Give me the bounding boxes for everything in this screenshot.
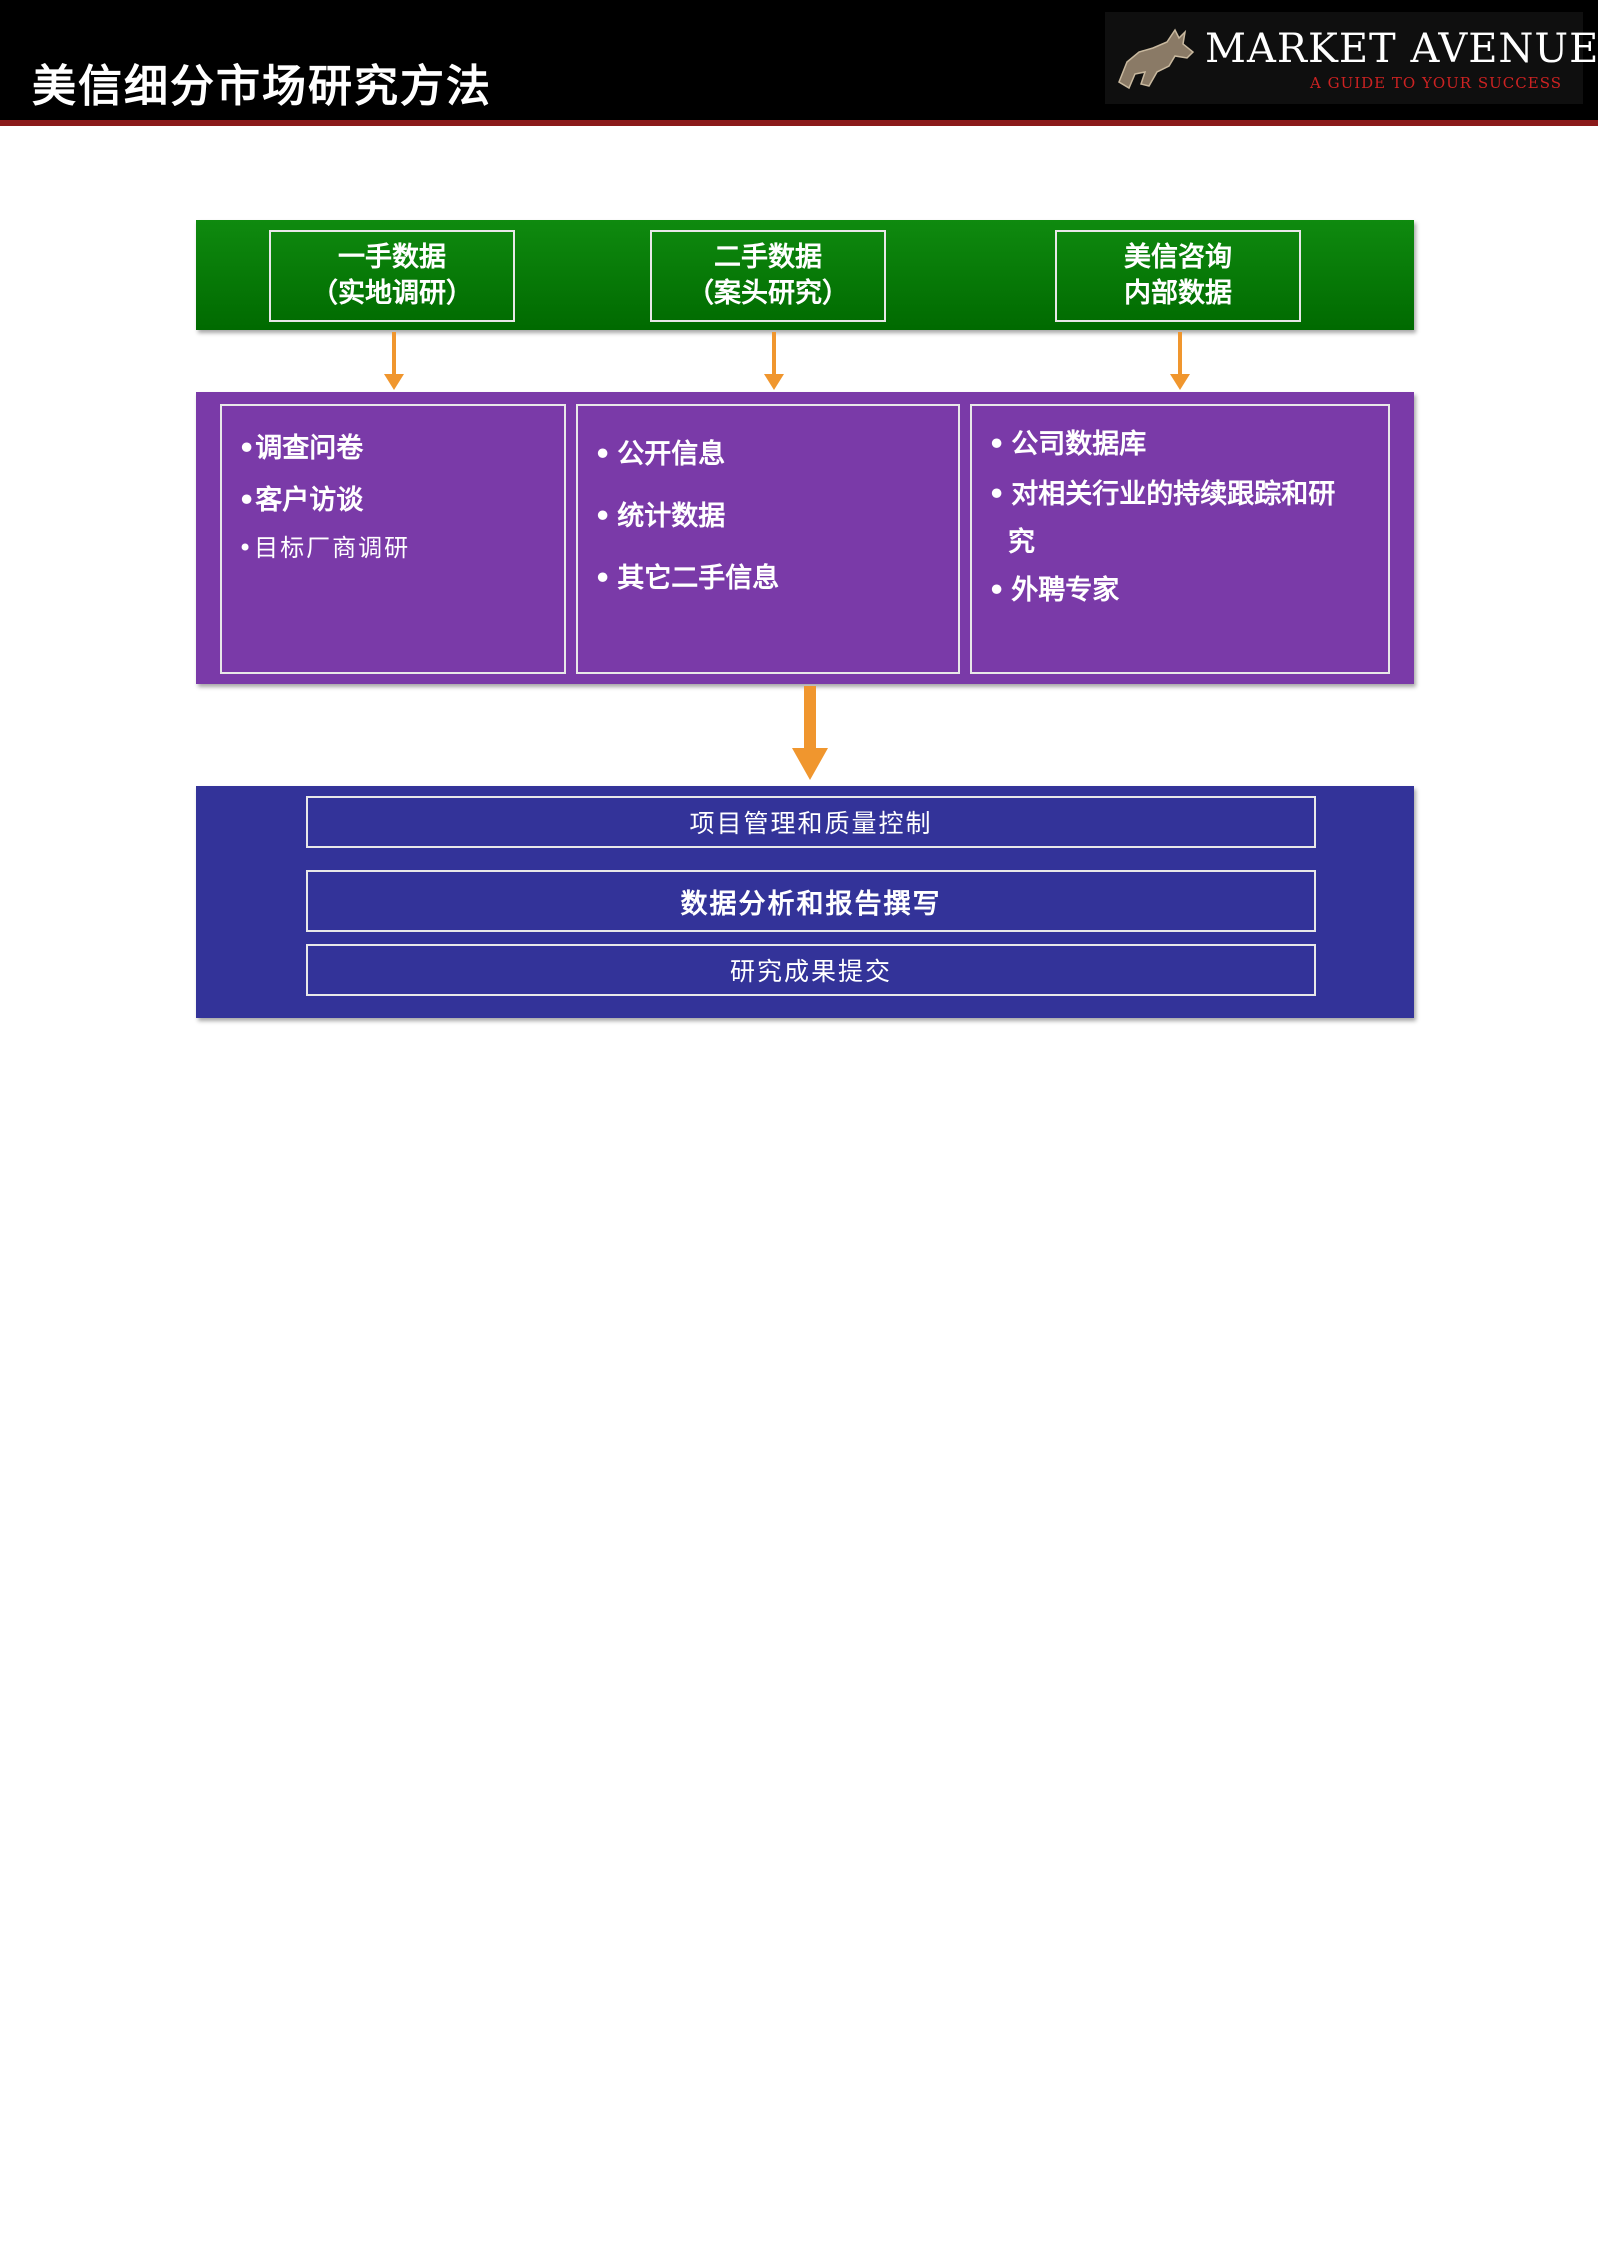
list-item: •对相关行业的持续跟踪和研 (988, 479, 1336, 510)
list-item: •调查问卷 (238, 433, 364, 464)
arrow-down-icon (384, 332, 404, 390)
process-band: 项目管理和质量控制 数据分析和报告撰写 研究成果提交 (196, 786, 1414, 1018)
methods-column-secondary: •公开信息 •统计数据 •其它二手信息 (576, 404, 960, 674)
source-title: 二手数据 (714, 242, 822, 273)
step-project-management: 项目管理和质量控制 (306, 796, 1316, 848)
arrow-down-icon (792, 686, 828, 780)
step-delivery: 研究成果提交 (306, 944, 1316, 996)
methods-band: •调查问卷 •客户访谈 •目标厂商调研 •公开信息 •统计数据 •其它二手信息 … (196, 392, 1414, 684)
data-sources-band: 一手数据 （实地调研） 二手数据 （案头研究） 美信咨询 内部数据 (196, 220, 1414, 330)
list-item: •公开信息 (594, 439, 726, 470)
source-box-primary: 一手数据 （实地调研） (269, 230, 515, 322)
methods-column-primary: •调查问卷 •客户访谈 •目标厂商调研 (220, 404, 566, 674)
source-box-internal: 美信咨询 内部数据 (1055, 230, 1301, 322)
list-item: •外聘专家 (988, 575, 1120, 606)
list-item: •统计数据 (594, 501, 726, 532)
list-item: •其它二手信息 (594, 563, 780, 594)
source-subtitle: 内部数据 (1124, 278, 1232, 309)
source-subtitle: （实地调研） (311, 278, 473, 309)
list-item: •目标厂商调研 (238, 534, 411, 562)
source-title: 一手数据 (338, 242, 446, 273)
market-avenue-logo: MARKET AVENUE A GUIDE TO YOUR SUCCESS (1105, 12, 1598, 104)
logo-brand: MARKET AVENUE (1205, 26, 1598, 72)
methods-column-internal: •公司数据库 •对相关行业的持续跟踪和研 究 •外聘专家 (970, 404, 1390, 674)
page-header: 美信细分市场研究方法 MARKET AVENUE A GUIDE TO YOUR… (0, 0, 1598, 120)
source-title: 美信咨询 (1124, 242, 1232, 273)
logo-tagline: A GUIDE TO YOUR SUCCESS (1310, 74, 1562, 92)
header-divider (0, 120, 1598, 126)
list-item: •公司数据库 (988, 429, 1147, 460)
list-item-continuation: 究 (1008, 527, 1035, 558)
bull-icon (1118, 28, 1195, 90)
list-item: •客户访谈 (238, 485, 364, 516)
step-data-analysis: 数据分析和报告撰写 (306, 870, 1316, 932)
arrow-down-icon (1170, 332, 1190, 390)
page-title: 美信细分市场研究方法 (32, 61, 492, 112)
source-subtitle: （案头研究） (687, 278, 849, 309)
source-box-secondary: 二手数据 （案头研究） (650, 230, 886, 322)
arrow-down-icon (764, 332, 784, 390)
